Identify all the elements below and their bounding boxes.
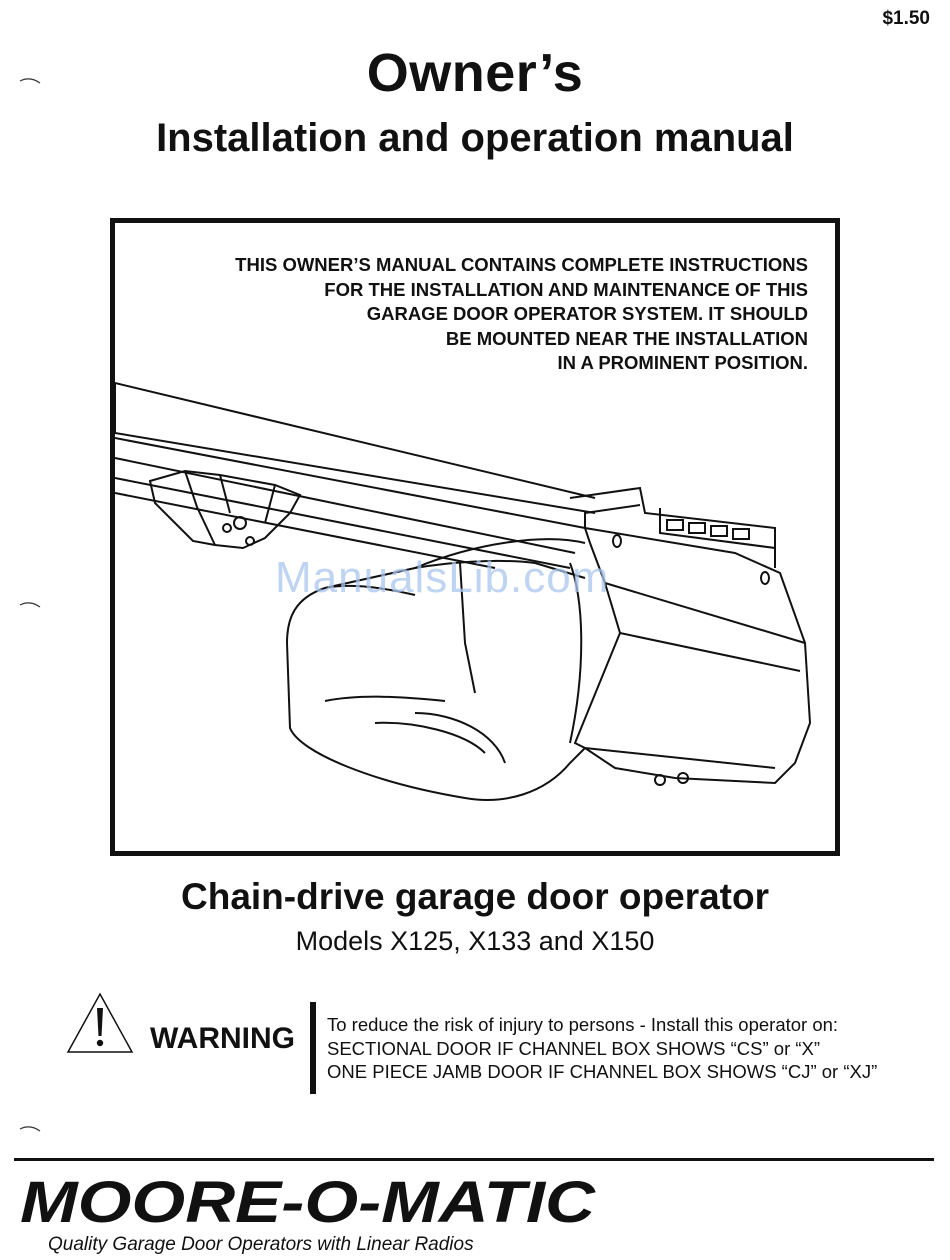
- watermark: ManualsLib.com: [275, 553, 610, 602]
- notice-line: FOR THE INSTALLATION AND MAINTENANCE OF …: [324, 278, 808, 300]
- cover-title: Owner’s: [366, 43, 584, 103]
- product-name: Chain-drive garage door operator: [181, 876, 769, 917]
- footer-rule: [14, 1158, 934, 1161]
- warning-triangle-icon: [64, 990, 136, 1061]
- product-models: Models X125, X133 and X150: [295, 926, 655, 956]
- logo-text: MOORE-O-MATIC: [20, 1170, 596, 1232]
- notice-line: GARAGE DOOR OPERATOR SYSTEM. IT SHOULD: [366, 303, 808, 324]
- warning-label: WARNING: [150, 1022, 295, 1055]
- manual-notice: THIS OWNER’S MANUAL CONTAINS COMPLETE IN…: [235, 253, 808, 376]
- notice-line: IN A PROMINENT POSITION.: [557, 352, 808, 373]
- price-label: $1.50: [882, 8, 930, 29]
- warning-line: To reduce the risk of injury to persons …: [327, 1014, 839, 1035]
- moore-o-matic-logo: MOORE-O-MATIC: [20, 1170, 596, 1235]
- brand-logo: MOORE-O-MATIC: [14, 1170, 614, 1237]
- margin-mark: [18, 596, 42, 614]
- garage-door-opener-illustration: [115, 382, 812, 801]
- brand-tagline: Quality Garage Door Operators with Linea…: [48, 1234, 474, 1255]
- cover-illustration-frame: THIS OWNER’S MANUAL CONTAINS COMPLETE IN…: [110, 218, 840, 856]
- warning-divider: [310, 1002, 316, 1094]
- warning-text: To reduce the risk of injury to persons …: [327, 1013, 877, 1084]
- cover-subtitle: Installation and operation manual: [156, 116, 794, 160]
- warning-line: SECTIONAL DOOR IF CHANNEL BOX SHOWS “CS”…: [327, 1037, 821, 1059]
- margin-mark: [18, 1120, 42, 1138]
- margin-mark: [18, 72, 42, 90]
- warning-line: ONE PIECE JAMB DOOR IF CHANNEL BOX SHOWS…: [327, 1061, 878, 1082]
- notice-line: THIS OWNER’S MANUAL CONTAINS COMPLETE IN…: [235, 254, 808, 275]
- notice-line: BE MOUNTED NEAR THE INSTALLATION: [445, 327, 808, 349]
